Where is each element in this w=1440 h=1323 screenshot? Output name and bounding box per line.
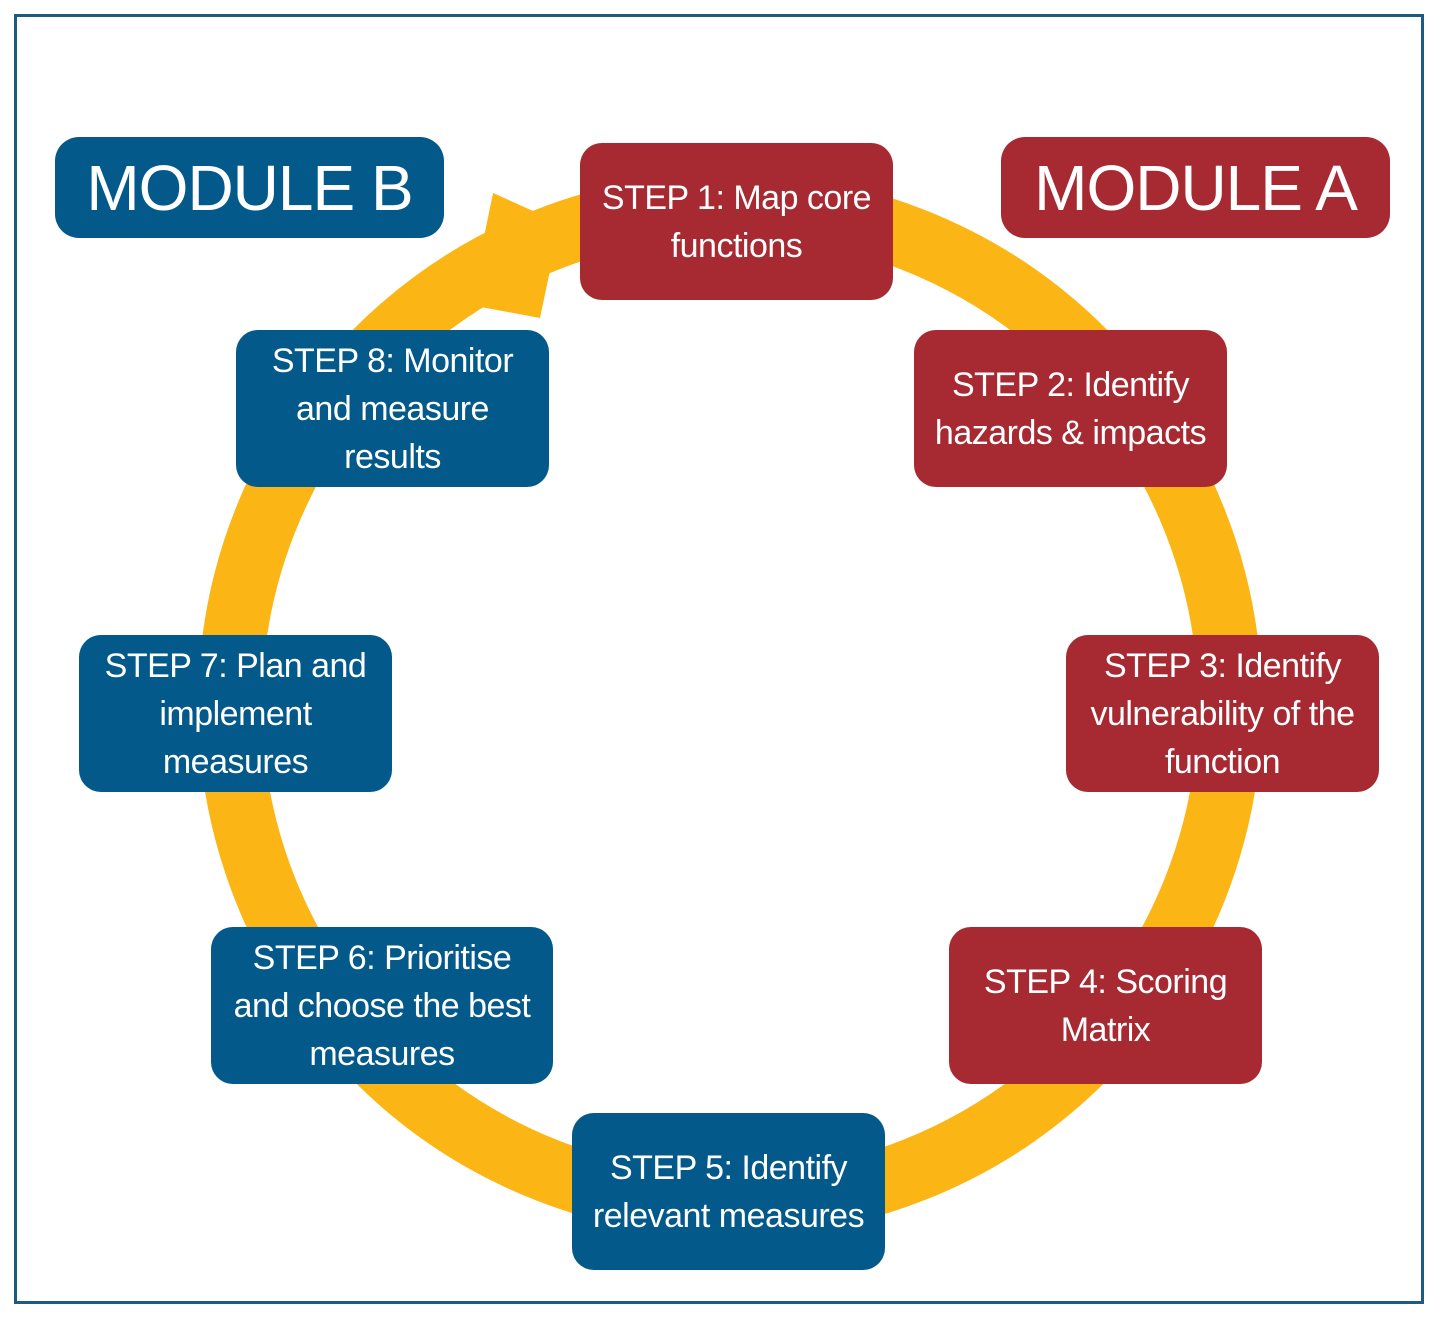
step-2-box: STEP 2: Identify hazards & impacts xyxy=(914,330,1227,487)
step-1-box: STEP 1: Map core functions xyxy=(580,143,893,300)
step-5-box: STEP 5: Identify relevant measures xyxy=(572,1113,885,1270)
step-6-box: STEP 6: Prioritise and choose the best m… xyxy=(211,927,553,1084)
step-8-box: STEP 8: Monitor and measure results xyxy=(236,330,549,487)
module-a-label: MODULE A xyxy=(1001,137,1390,238)
step-3-box: STEP 3: Identify vulnerability of the fu… xyxy=(1066,635,1379,792)
module-b-label: MODULE B xyxy=(55,137,444,238)
cycle-arrowhead-icon xyxy=(470,193,560,318)
step-7-box: STEP 7: Plan and implement measures xyxy=(79,635,392,792)
step-4-box: STEP 4: Scoring Matrix xyxy=(949,927,1262,1084)
